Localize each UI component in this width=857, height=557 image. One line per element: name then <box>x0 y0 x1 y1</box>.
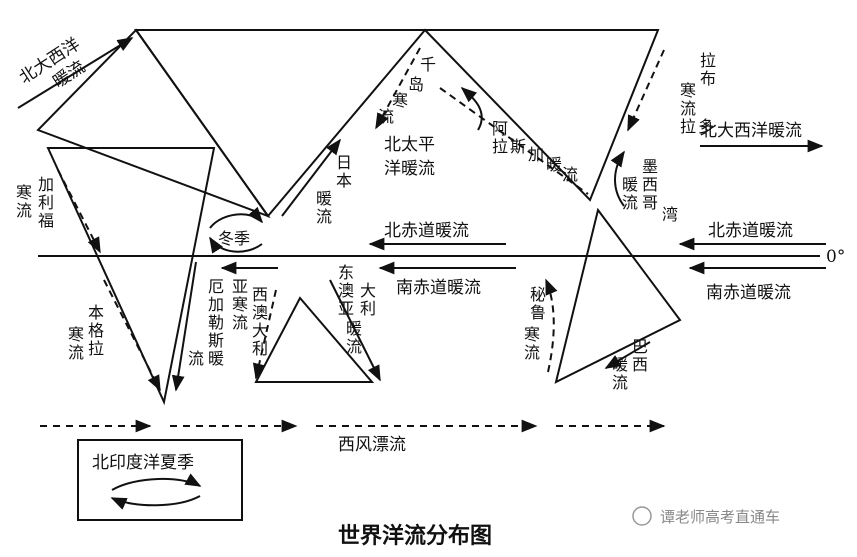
africa-triangle <box>46 147 216 406</box>
label-north-atlantic-left: 北大西洋 暖流 <box>16 34 89 92</box>
gulf-stream-arrow <box>610 150 625 207</box>
labrador-current-arrow <box>627 49 665 132</box>
label-agulhas: 厄加勒斯暖流 <box>188 277 224 368</box>
california-current-arrow <box>57 169 101 254</box>
current-arrows <box>17 37 826 392</box>
label-north-atlantic-right: 北大西洋暖流 <box>700 121 802 141</box>
label-east-australia: 东澳亚大利暖流 <box>338 263 376 356</box>
continents <box>36 28 682 406</box>
horizontal-labels: 北太平 洋暖流 北大西洋暖流 北赤道暖流 北赤道暖流 南赤道暖流 南赤道暖流 西… <box>338 121 802 455</box>
label-california-2: 寒流 <box>16 183 32 220</box>
label-labrador: 拉布寒流拉多 <box>680 51 716 136</box>
north-pacific-drift-arrow <box>460 86 483 131</box>
alaska-current-arrow <box>439 87 589 195</box>
label-benguela-2: 寒流 <box>68 325 84 362</box>
label-south-eq-atlantic: 南赤道暖流 <box>706 283 791 303</box>
eurasia-triangle <box>134 28 660 218</box>
diagram-title: 世界洋流分布图 <box>338 523 492 549</box>
winter-circulation-arrow-bottom <box>209 236 263 254</box>
label-north-pacific: 北太平 <box>384 135 435 155</box>
benguela-current-arrow <box>103 279 161 392</box>
east-australia-current-arrow <box>329 279 381 382</box>
winter-circulation-arrow-top <box>209 206 264 229</box>
label-brazil: 巴西暖流 <box>612 337 648 392</box>
label-north-eq-pacific: 北赤道暖流 <box>384 221 469 241</box>
label-winter: 冬季 <box>218 229 250 248</box>
label-north-eq-atlantic: 北赤道暖流 <box>708 221 793 241</box>
label-west-wind-drift: 西风漂流 <box>338 435 406 455</box>
north-atlantic-drift-left-arrow <box>17 37 134 109</box>
legend-label: 北印度洋夏季 <box>92 453 194 473</box>
watermark: 谭老师高考直通车 <box>632 506 780 526</box>
legend-box: 北印度洋夏季 <box>77 439 243 521</box>
equator-label: 0° <box>826 247 845 267</box>
south-america-triangle <box>554 207 682 384</box>
label-gulf-stream: 墨西哥湾暖流 <box>622 157 678 224</box>
label-west-australia: 亚寒流西澳大利 <box>232 277 268 358</box>
legend-loop-bottom <box>110 495 201 510</box>
agulhas-current-arrow <box>171 261 197 392</box>
label-oyashio: 千岛寒流 <box>378 55 436 126</box>
peru-current-arrow <box>545 278 558 373</box>
label-alaska: 阿拉斯加暖流 <box>492 119 578 184</box>
svg-text:谭老师高考直通车: 谭老师高考直通车 <box>660 508 780 526</box>
oyashio-current-arrow <box>375 47 421 130</box>
brazil-current-arrow <box>604 341 651 369</box>
label-peru: 秘鲁寒流 <box>524 285 546 362</box>
label-kuroshio: 日本暖流 <box>316 153 352 226</box>
kuroshio-current-arrow <box>281 138 341 217</box>
australia-triangle <box>254 296 375 383</box>
label-benguela: 本格拉 <box>88 303 104 358</box>
west-australia-current-arrow <box>252 289 277 380</box>
vertical-labels: 加利福 寒流 本格拉 寒流 厄加勒斯暖流 亚寒流西澳大利 东澳亚大利暖流 日本暖… <box>16 51 716 392</box>
label-north-pacific-2: 洋暖流 <box>384 159 435 179</box>
legend-loop-top <box>111 473 202 491</box>
label-south-eq-pacific: 南赤道暖流 <box>396 278 481 298</box>
label-california: 加利福 <box>38 175 54 230</box>
